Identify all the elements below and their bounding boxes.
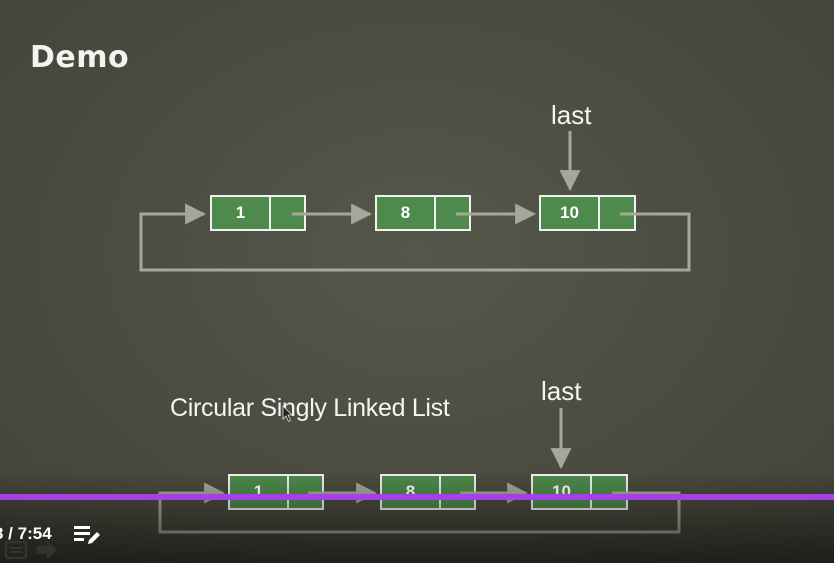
node-next-pointer [271,197,304,229]
last-pointer-label: last [541,376,582,406]
mouse-cursor-icon [282,405,293,423]
time-display: 3 / 7:54 [0,524,52,543]
node-next-pointer [436,197,469,229]
progress-bar-played [0,494,834,500]
slide-caption: Circular Singly Linked List [170,394,450,422]
next-arrow-icon [37,541,57,559]
list-node: 10 [539,195,636,231]
node-value: 1 [212,197,271,229]
node-value: 8 [377,197,436,229]
player-controls-gradient [0,470,834,563]
chapters-icon[interactable] [0,538,60,563]
node-value: 10 [541,197,600,229]
list-node: 1 [210,195,306,231]
slide-title: Demo [30,40,130,75]
list-node: 8 [375,195,471,231]
node-next-pointer [600,197,633,229]
last-pointer-label: last [551,100,592,130]
playlist-edit-icon[interactable] [72,522,102,548]
